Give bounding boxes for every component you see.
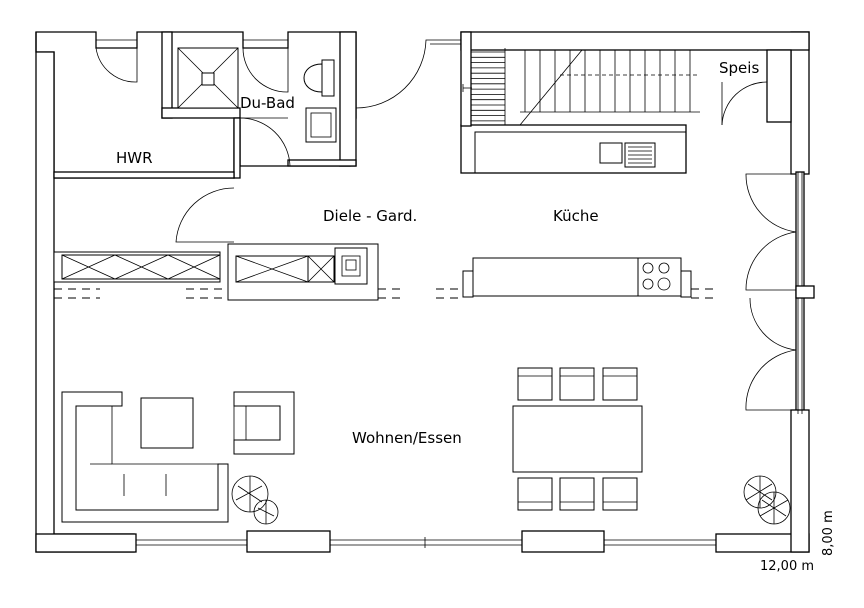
- door-terrace-3: [745, 349, 797, 411]
- oven: [599, 142, 623, 164]
- doors: [95, 39, 797, 411]
- dining-set: [512, 367, 643, 511]
- bathroom-fixtures: [177, 47, 337, 143]
- plant-left: [231, 475, 279, 525]
- living-furniture: [61, 391, 791, 525]
- cooktop: [637, 257, 682, 297]
- sofa: [61, 391, 229, 523]
- dining-table: [512, 405, 643, 473]
- door-speis: [721, 81, 768, 126]
- room-label-diele: Diele - Gard.: [323, 207, 417, 225]
- washing-machine: [334, 247, 368, 285]
- wardrobes: [53, 243, 379, 301]
- armchair: [233, 391, 295, 455]
- toilet: [321, 59, 335, 97]
- room-label-hwr: HWR: [116, 149, 153, 167]
- coffee-table: [140, 397, 194, 449]
- room-label-kueche: Küche: [553, 207, 599, 225]
- interior-walls: [53, 31, 792, 179]
- room-label-speis: Speis: [719, 59, 759, 77]
- door-hwr-top: [95, 47, 138, 83]
- door-terrace-1: [745, 173, 797, 233]
- door-hwr: [175, 187, 235, 243]
- dimension-depth: 8,00 m: [821, 510, 836, 556]
- outer-walls: [35, 31, 815, 553]
- kitchen-fixtures: [462, 142, 692, 298]
- overhang-lines: [54, 288, 716, 299]
- door-terrace-2: [745, 231, 797, 291]
- door-bath-top: [242, 47, 289, 93]
- door-bath: [239, 117, 291, 167]
- door-entrance: [355, 39, 430, 109]
- dimension-width: 12,00 m: [760, 559, 814, 574]
- staircase: [462, 48, 700, 126]
- room-label-du-bad: Du-Bad: [240, 94, 295, 112]
- room-label-wohnen: Wohnen/Essen: [352, 429, 462, 447]
- plant-right: [743, 475, 791, 525]
